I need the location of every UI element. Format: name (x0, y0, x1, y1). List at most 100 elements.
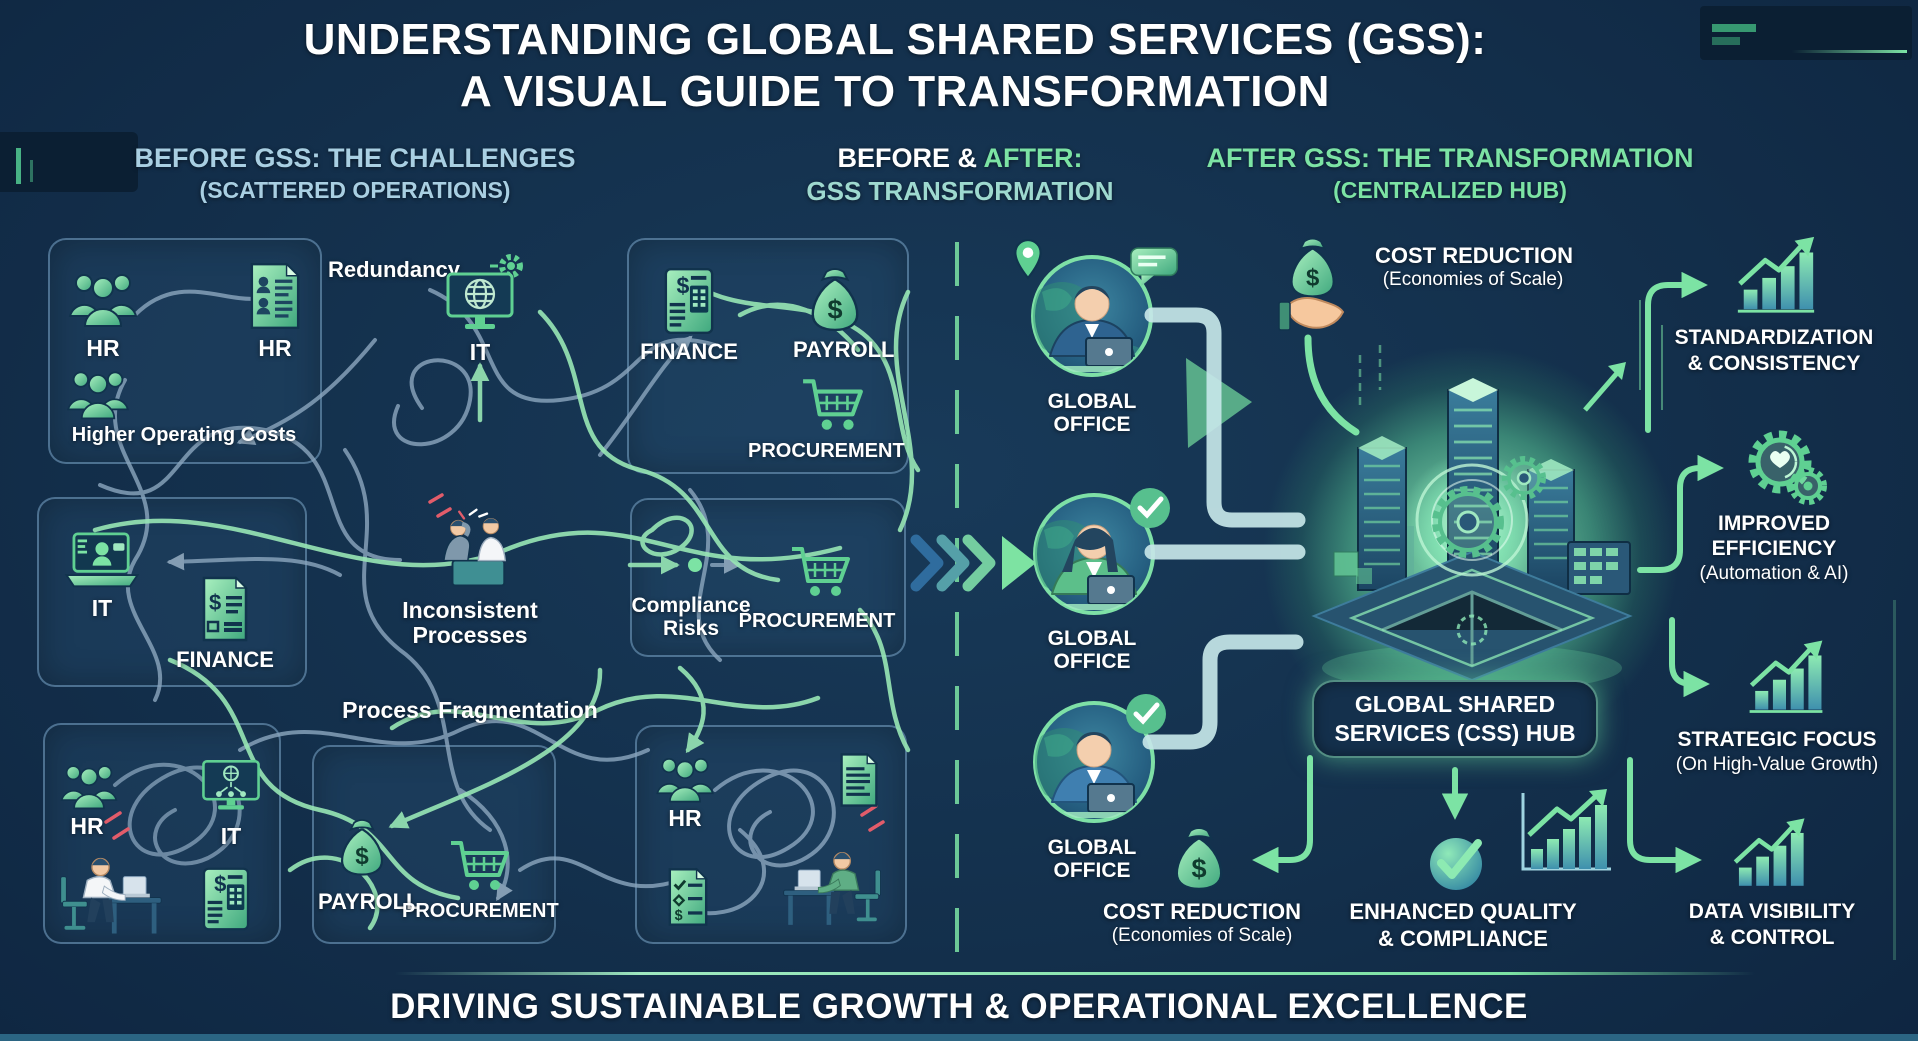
before-header-subtitle: (SCATTERED OPERATIONS) (199, 176, 511, 203)
finance-doc-icon: $ (202, 576, 248, 642)
gss-hub-label: GLOBAL SHARED SERVICES (CSS) HUB (1312, 680, 1598, 758)
after-section-header: AFTER GSS: THE TRANSFORMATION (CENTRALIZ… (1160, 143, 1740, 203)
middle-section-header: BEFORE & AFTER: GSS TRANSFORMATION (780, 143, 1140, 206)
hand-moneybag-icon: $ (1278, 237, 1345, 331)
box-a-hr1-label: HR (86, 335, 120, 361)
check-badge-icon (1130, 488, 1170, 528)
process-fragmentation-label: Process Fragmentation (342, 697, 598, 723)
before-box-compliance (630, 498, 906, 657)
growth-chart-frame-icon (1521, 789, 1611, 871)
global-office-1-label: GLOBAL OFFICE (1047, 390, 1137, 437)
global-office-avatar-2 (1033, 493, 1155, 615)
svg-text:$: $ (214, 872, 226, 897)
svg-text:$: $ (209, 590, 221, 615)
hr-document-icon (250, 262, 300, 330)
box-c-it-label: IT (91, 595, 113, 621)
standardization-chart-icon (1737, 236, 1815, 313)
box-e-hr-label: HR (70, 813, 104, 839)
enhanced-quality-label: ENHANCED QUALITY & COMPLIANCE (1349, 899, 1577, 952)
box-b-finance-label: FINANCE (640, 339, 738, 364)
middle-header-after: AFTER: (983, 143, 1083, 173)
box-e-it-label: IT (220, 823, 242, 849)
payroll-moneybag-icon: $ (340, 819, 384, 876)
footer-banner: DRIVING SUSTAINABLE GROWTH & OPERATIONAL… (390, 987, 1528, 1026)
box-f-payroll-label: PAYROLL (318, 889, 420, 914)
cost-reduction-bottom-subtitle: (Economies of Scale) (1111, 925, 1293, 946)
it-network-monitor-icon (202, 760, 260, 810)
people-icon (67, 371, 129, 420)
payroll-moneybag-icon: $ (811, 268, 859, 332)
page-title: UNDERSTANDING GLOBAL SHARED SERVICES (GS… (0, 14, 1790, 118)
before-box-it-finance (37, 497, 307, 687)
location-pin-icon (1014, 239, 1042, 280)
after-header-subtitle: (CENTRALIZED HUB) (1333, 176, 1567, 203)
hr-people-icon (68, 274, 138, 327)
svg-text:$: $ (676, 272, 689, 298)
invoice-icon: $ (202, 867, 250, 931)
redundancy-label: Redundancy (327, 257, 461, 282)
middle-header-subtitle: GSS TRANSFORMATION (806, 175, 1114, 206)
efficiency-gears-icon (1748, 430, 1827, 505)
it-top-label: IT (469, 339, 491, 365)
hub-label-line2: SERVICES (CSS) HUB (1334, 720, 1576, 746)
cost-reduction-top-subtitle: (Economies of Scale) (1382, 269, 1564, 290)
svg-text:$: $ (1306, 265, 1319, 292)
before-header-title: BEFORE GSS: THE CHALLENGES (134, 143, 576, 173)
data-visibility-chart-icon (1733, 818, 1805, 886)
global-office-3-label: GLOBAL OFFICE (1047, 836, 1137, 883)
middle-header-before: BEFORE & (837, 143, 978, 173)
svg-text:$: $ (355, 843, 369, 870)
it-monitor-globe-icon (446, 254, 523, 329)
chat-bubble-icon (1130, 247, 1178, 286)
box-a-hr2-label: HR (258, 335, 292, 361)
hr-people-icon (60, 765, 118, 810)
procurement-cart-icon (803, 379, 863, 430)
middle-header-title: BEFORE & AFTER: (780, 143, 1140, 174)
procurement-cart-icon (792, 547, 850, 596)
checklist-icon: $ (668, 867, 708, 926)
page-title-line2: A VISUAL GUIDE TO TRANSFORMATION (460, 66, 1330, 116)
bottom-strip (0, 1034, 1918, 1041)
right-edge-circuit-line (1893, 600, 1896, 960)
global-office-avatar-1 (1031, 255, 1153, 377)
section-divider (955, 242, 959, 952)
strategic-focus-label: STRATEGIC FOCUS (On High-Value Growth) (1675, 728, 1879, 776)
procurement-cart-icon (451, 841, 509, 890)
inconsistent-processes-label: Inconsistent Processes (402, 597, 538, 649)
arguing-people-illustration (443, 508, 506, 587)
global-office-avatar-3 (1033, 701, 1155, 823)
box-c-finance-label: FINANCE (176, 647, 274, 672)
left-edge-decoration (0, 132, 138, 192)
quality-check-icon (1430, 838, 1482, 890)
cost-reduction-bottom-title: COST REDUCTION (1103, 899, 1301, 924)
higher-operating-costs-label: Higher Operating Costs (71, 424, 297, 446)
box-g-hr-label: HR (668, 805, 702, 831)
strategic-focus-chart-icon (1749, 640, 1823, 713)
compliance-risks-label: Compliance Risks (631, 594, 751, 641)
svg-text:$: $ (1191, 853, 1206, 883)
svg-text:$: $ (675, 908, 683, 924)
page-title-line1: UNDERSTANDING GLOBAL SHARED SERVICES (GS… (303, 15, 1487, 64)
data-visibility-label: DATA VISIBILITY & CONTROL (1688, 900, 1856, 950)
box-d-procurement-label: PROCUREMENT (738, 610, 896, 632)
connector-pipes (1142, 271, 1724, 874)
it-laptop-call-icon (64, 532, 140, 588)
cost-reduction-moneybag-icon: $ (1175, 827, 1223, 891)
box-f-procurement-label: PROCUREMENT (402, 900, 559, 922)
box-b-payroll-label: PAYROLL (793, 337, 895, 362)
cost-reduction-top-title: COST REDUCTION (1375, 243, 1573, 268)
tangled-lines-illustration (92, 272, 921, 931)
after-header-title: AFTER GSS: THE TRANSFORMATION (1206, 143, 1694, 173)
standardization-label: STANDARDIZATION & CONSISTENCY (1674, 326, 1874, 376)
hub-label-line1: GLOBAL SHARED (1354, 691, 1556, 718)
before-section-header: BEFORE GSS: THE CHALLENGES (SCATTERED OP… (95, 143, 615, 203)
finance-invoice-icon: $ (664, 267, 714, 335)
check-badge-icon (1126, 694, 1166, 734)
gss-hub-illustration (1311, 345, 1633, 690)
box-b-procurement-label: PROCUREMENT (748, 440, 905, 462)
improved-efficiency-label: IMPROVED EFFICIENCY (Automation & AI) (1699, 512, 1849, 585)
stressed-worker-illustration (60, 857, 162, 934)
svg-text:$: $ (827, 294, 842, 324)
global-office-2-label: GLOBAL OFFICE (1047, 627, 1137, 674)
